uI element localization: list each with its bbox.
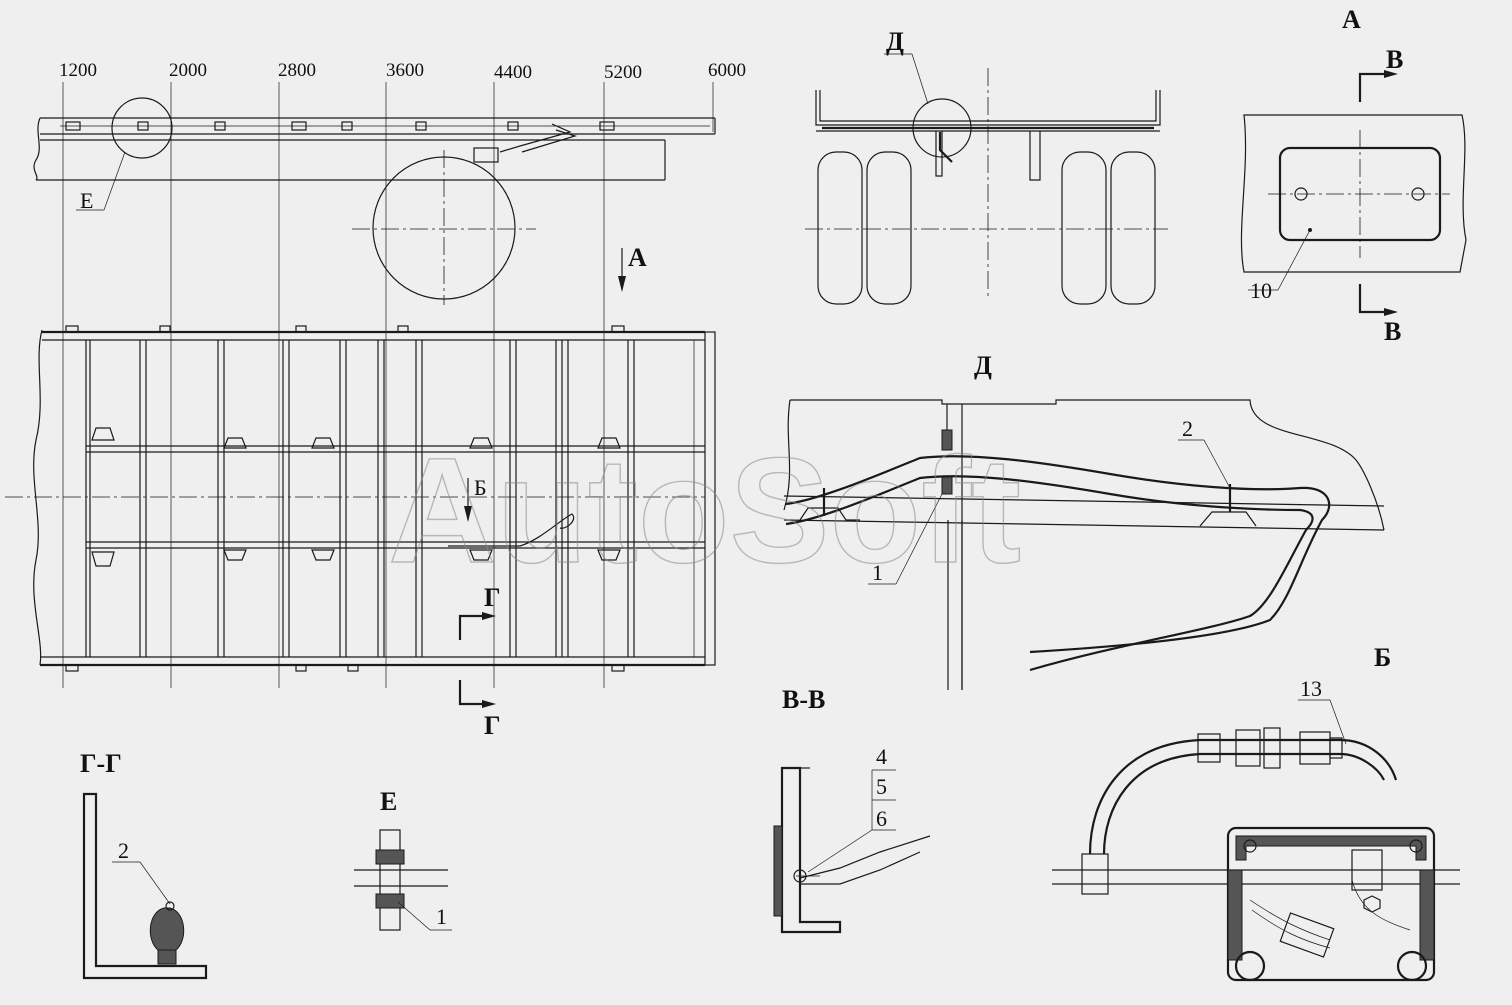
detail-e: Е 1 bbox=[354, 787, 452, 931]
detail-d: Д 2 1 bbox=[783, 351, 1385, 690]
detail-e-title: Е bbox=[380, 787, 397, 816]
part-1-d-label: 1 bbox=[872, 560, 883, 585]
part-13-label: 13 bbox=[1300, 676, 1322, 701]
section-gg-title: Г-Г bbox=[80, 749, 122, 778]
section-b-bottom-label: В bbox=[1384, 317, 1401, 346]
view-b-title: Б bbox=[1374, 643, 1391, 672]
view-b: Б 13 bbox=[1052, 643, 1460, 982]
dimension-lines bbox=[62, 82, 714, 688]
arrow-a-label: А bbox=[628, 243, 647, 272]
dim-1200: 1200 bbox=[59, 60, 97, 81]
side-view-frame: Е bbox=[33, 97, 716, 305]
rear-view: Д bbox=[805, 27, 1168, 305]
callout-d-label: Д bbox=[886, 27, 904, 56]
callout-e-label: Е bbox=[80, 188, 93, 213]
part-5-label: 5 bbox=[876, 774, 887, 799]
dim-2800: 2800 bbox=[278, 60, 316, 81]
watermark: AutoSoft bbox=[388, 426, 1021, 594]
section-g-markers: Г Г bbox=[458, 583, 501, 740]
section-g-top-label: Г bbox=[484, 583, 501, 612]
part-6-label: 6 bbox=[876, 806, 887, 831]
part-2-d-label: 2 bbox=[1182, 416, 1193, 441]
section-g-bottom-label: Г bbox=[484, 711, 501, 740]
section-bb-title: В-В bbox=[782, 685, 825, 714]
dim-3600: 3600 bbox=[386, 60, 424, 81]
part-10-label: 10 bbox=[1250, 278, 1272, 303]
dim-4400: 4400 bbox=[494, 62, 532, 83]
detail-d-title: Д bbox=[974, 351, 992, 380]
view-a-title: А bbox=[1342, 5, 1361, 34]
dim-5200: 5200 bbox=[604, 62, 642, 83]
section-b-top-label: В bbox=[1386, 45, 1403, 74]
dim-6000: 6000 bbox=[708, 60, 746, 81]
section-bb: В-В 4 5 6 bbox=[773, 685, 931, 934]
dimension-labels: 1200 2000 2800 3600 4400 5200 6000 bbox=[59, 60, 746, 83]
view-a: А В В 10 bbox=[1240, 5, 1467, 346]
view-arrow-a: А bbox=[618, 243, 647, 292]
part-4-label: 4 bbox=[876, 744, 887, 769]
section-gg: Г-Г 2 bbox=[80, 749, 208, 980]
plan-view-frame bbox=[5, 325, 716, 672]
part-1-e-label: 1 bbox=[436, 904, 447, 929]
dim-2000: 2000 bbox=[169, 60, 207, 81]
part-2-gg-label: 2 bbox=[118, 838, 129, 863]
arrow-b-label: Б bbox=[474, 475, 487, 500]
view-arrow-b: Б bbox=[464, 475, 487, 522]
